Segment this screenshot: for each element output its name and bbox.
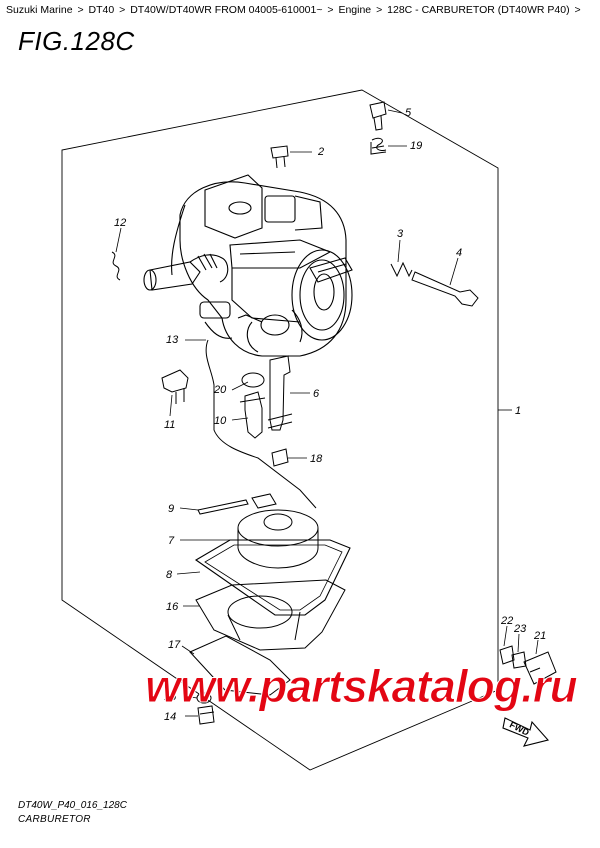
fwd-arrow-icon — [502, 717, 550, 747]
callout-1[interactable]: 1 — [515, 405, 521, 417]
callout-5[interactable]: 5 — [405, 107, 412, 119]
part-6-jet — [267, 355, 293, 431]
callout-6[interactable]: 6 — [313, 388, 320, 400]
breadcrumb-item-dt40[interactable]: DT40 — [88, 4, 115, 16]
callout-16[interactable]: 16 — [166, 601, 179, 613]
callout-2[interactable]: 2 — [317, 146, 324, 158]
part-8-gasket — [194, 539, 351, 616]
callout-23[interactable]: 23 — [513, 623, 527, 635]
breadcrumb-separator: > — [119, 4, 126, 16]
part-5-screw — [369, 101, 387, 131]
callout-7[interactable]: 7 — [168, 535, 175, 547]
part-9-float-pin — [197, 499, 249, 515]
callout-11[interactable]: 11 — [164, 419, 175, 431]
callout-20[interactable]: 20 — [213, 384, 227, 396]
part-16-float-chamber — [195, 579, 346, 651]
breadcrumb-item-model-range[interactable]: DT40W/DT40WR FROM 04005-610001~ — [130, 4, 323, 16]
breadcrumb: Suzuki Marine > DT40 > DT40W/DT40WR FROM… — [6, 4, 583, 17]
callout-8[interactable]: 8 — [166, 569, 173, 581]
breadcrumb-separator: > — [77, 4, 84, 16]
part-22-washer — [499, 645, 515, 665]
part-4-screw — [411, 271, 479, 307]
part-11-bolt — [161, 369, 189, 404]
callout-17[interactable]: 17 — [168, 639, 181, 651]
part-20-washer — [241, 372, 265, 388]
callout-15[interactable]: 15 — [164, 691, 177, 703]
assembly-boundary — [61, 89, 499, 771]
callout-14[interactable]: 14 — [164, 711, 176, 723]
breadcrumb-item-suzuki-marine[interactable]: Suzuki Marine — [6, 4, 73, 16]
part-19-spring — [370, 137, 387, 155]
part-7-float — [237, 509, 319, 569]
watermark-text: www.partskatalog.ru — [145, 660, 578, 712]
breadcrumb-item-carburetor[interactable]: 128C - CARBURETOR (DT40WR P40) — [387, 4, 570, 16]
callout-22[interactable]: 22 — [500, 615, 513, 627]
breadcrumb-separator: > — [574, 4, 581, 16]
part-14-drain-screw — [197, 705, 215, 725]
drawing-code: DT40W_P40_016_128C — [18, 800, 127, 811]
breadcrumb-separator: > — [327, 4, 334, 16]
part-17-gasket — [189, 635, 291, 696]
part-3-spring — [390, 261, 413, 278]
callout-4[interactable]: 4 — [456, 247, 462, 259]
drawing-name: CARBURETOR — [18, 814, 91, 825]
callout-9[interactable]: 9 — [168, 503, 174, 515]
part-18-cap — [271, 448, 289, 467]
part-13-link-rod — [205, 339, 317, 509]
part-2-screw — [270, 145, 289, 169]
callout-19[interactable]: 19 — [410, 140, 422, 152]
callout-10[interactable]: 10 — [214, 415, 227, 427]
callout-18[interactable]: 18 — [310, 453, 323, 465]
part-21-plug — [523, 651, 557, 685]
breadcrumb-item-engine[interactable]: Engine — [338, 4, 372, 16]
figure-title: FIG.128C — [18, 26, 135, 56]
part-10-jet — [239, 391, 266, 439]
breadcrumb-separator: > — [376, 4, 383, 16]
callout-3[interactable]: 3 — [397, 228, 404, 240]
callout-12[interactable]: 12 — [114, 217, 126, 229]
callout-13[interactable]: 13 — [166, 334, 179, 346]
part-12-clip — [111, 251, 121, 281]
callout-21[interactable]: 21 — [533, 630, 546, 642]
carburetor-body-drawing — [143, 174, 353, 357]
